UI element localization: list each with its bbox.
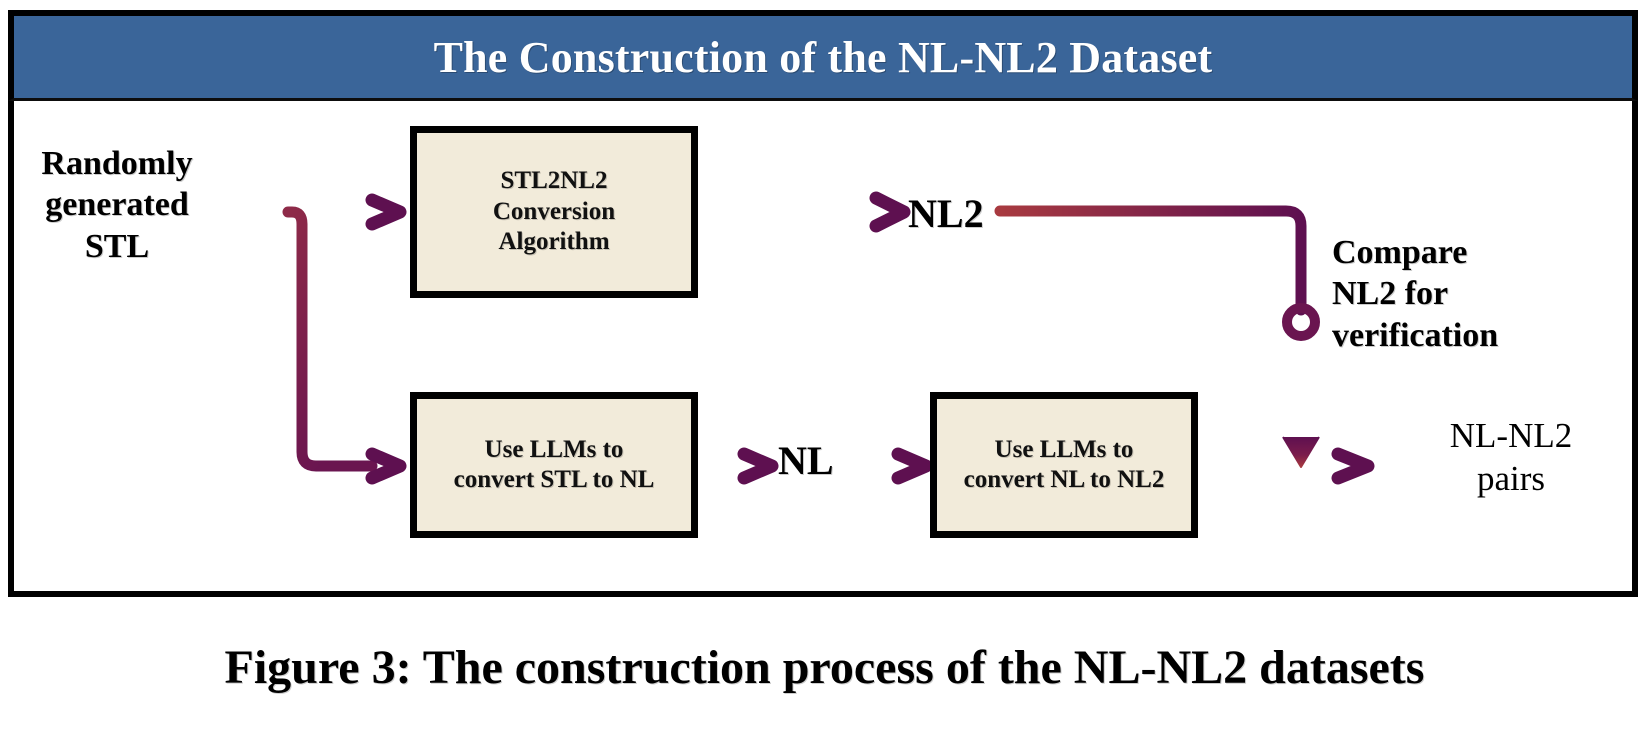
node-label-compare-nl2-for-verification: Compare NL2 for verification — [1332, 232, 1632, 356]
box-label-line: convert STL to NL — [453, 466, 655, 493]
box-label-line: Use LLMs to — [994, 435, 1134, 463]
diagram-title-band: The Construction of the NL-NL2 Dataset — [8, 10, 1638, 101]
node-label-nl-nl2-pairs: NL-NL2 pairs — [1386, 415, 1636, 500]
box-label-line: Use LLMs to — [484, 435, 624, 463]
node-label-line: Randomly — [41, 145, 193, 182]
node-label-line: pairs — [1476, 458, 1546, 498]
node-label-randomly-generated-stl: Randomly generated STL — [22, 143, 212, 267]
box-label-line: convert NL to NL2 — [963, 466, 1165, 493]
node-label-line: NL2 for — [1332, 275, 1449, 313]
node-label-line: NL-NL2 — [1449, 416, 1573, 455]
box-label-line: Conversion — [492, 197, 616, 225]
node-label-line: generated — [45, 186, 189, 224]
process-box-use-llms-convert-stl-to-nl: Use LLMs to convert STL to NL — [410, 392, 698, 538]
diagram-frame — [8, 10, 1638, 597]
box-label-line: STL2NL2 — [500, 167, 608, 195]
diagram-title: The Construction of the NL-NL2 Dataset — [433, 32, 1213, 82]
box-label-line: Algorithm — [498, 228, 610, 256]
figure-caption: Figure 3: The construction process of th… — [224, 641, 1425, 694]
node-label-line: Compare — [1332, 234, 1468, 271]
node-label-line: verification — [1332, 316, 1499, 354]
node-label-nl2: NL2 — [908, 191, 984, 236]
node-label-line: STL — [84, 227, 150, 265]
process-box-stl2nl2-conversion-algorithm: STL2NL2 Conversion Algorithm — [410, 126, 698, 298]
process-box-use-llms-convert-nl-to-nl2: Use LLMs to convert NL to NL2 — [930, 392, 1198, 538]
node-label-nl: NL — [778, 438, 834, 483]
